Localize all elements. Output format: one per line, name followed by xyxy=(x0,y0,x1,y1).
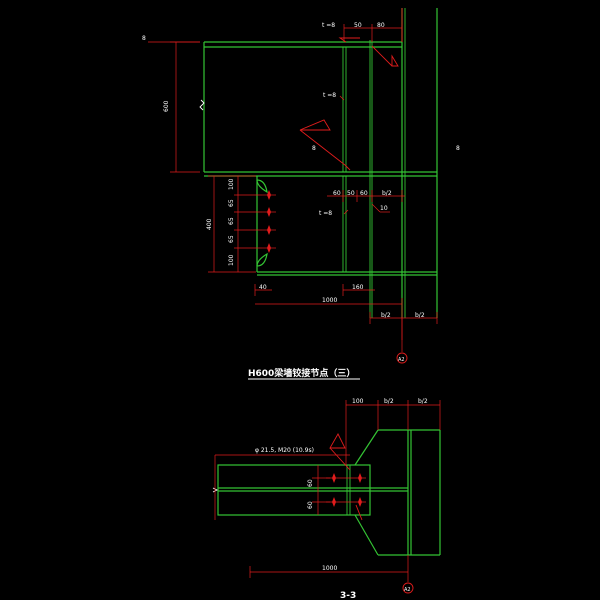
row-dim-60b: 60 xyxy=(360,190,368,197)
bottom-mid-160: 160 xyxy=(352,284,364,291)
row-dim-50: 50 xyxy=(347,190,355,197)
bottom-b2-b: b/2 xyxy=(415,312,425,319)
bolt-side-100a: 100 xyxy=(228,178,235,190)
axis-label-a2: A2 xyxy=(398,357,405,363)
bolt-group xyxy=(262,190,276,253)
weld-symbols xyxy=(299,37,399,215)
top-mark-label: 8 xyxy=(142,35,146,42)
bolt-side-100b: 100 xyxy=(228,254,235,266)
view1-title: H600梁墙铰接节点（三） xyxy=(248,367,355,379)
weld-right-num: 8 xyxy=(456,145,460,152)
section-bolts xyxy=(326,473,366,507)
column-section xyxy=(354,429,441,556)
bottom-total-1000: 1000 xyxy=(322,297,337,304)
beam-plan xyxy=(212,464,408,516)
row-dim-b2: b/2 xyxy=(382,190,392,197)
dim-top-80: 80 xyxy=(377,22,385,29)
v2-dim-b2a: b/2 xyxy=(384,398,394,405)
view2-title: 3-3 xyxy=(340,591,356,600)
height-left-label: 600 xyxy=(163,100,170,112)
v2-axis-label: A2 xyxy=(404,587,411,593)
dim-top-50: 50 xyxy=(354,22,362,29)
view2-weld xyxy=(329,433,363,521)
v2-bottom-1000: 1000 xyxy=(322,565,337,572)
thk-lower-label: t =8 xyxy=(319,210,332,217)
thk-mid-label: t =8 xyxy=(323,92,336,99)
bolt-note: φ 21.5, M20 (10.9s) xyxy=(255,447,314,454)
row-dim-60a: 60 xyxy=(333,190,341,197)
view2-section: 100 b/2 b/2 φ 21.5, M20 (10.9s) 60 60 10… xyxy=(212,398,441,600)
gap-label: 10 xyxy=(380,205,388,212)
bottom-b2-a: b/2 xyxy=(381,312,391,319)
thk-top-label: t =8 xyxy=(322,22,335,29)
beam-lower-web xyxy=(256,176,437,276)
view2-dimensions xyxy=(214,400,441,582)
axis-bubble-2 xyxy=(402,582,414,594)
bolt-side-65b: 65 xyxy=(228,217,235,225)
plate-height-label: 400 xyxy=(206,218,213,230)
bolt-side-65a: 65 xyxy=(228,199,235,207)
v2-left-60b: 60 xyxy=(307,501,314,509)
axis-bubble xyxy=(396,352,408,364)
view1-dimensions xyxy=(148,8,438,352)
weld-left-num: 8 xyxy=(312,145,316,152)
view1-elevation: 8 t =8 50 80 t =8 600 8 8 60 50 60 b/2 1… xyxy=(142,8,460,380)
v2-dim-b2b: b/2 xyxy=(418,398,428,405)
v2-left-60a: 60 xyxy=(307,479,314,487)
bolt-side-65c: 65 xyxy=(228,235,235,243)
v2-dim-100: 100 xyxy=(352,398,364,405)
bottom-left-40: 40 xyxy=(259,284,267,291)
